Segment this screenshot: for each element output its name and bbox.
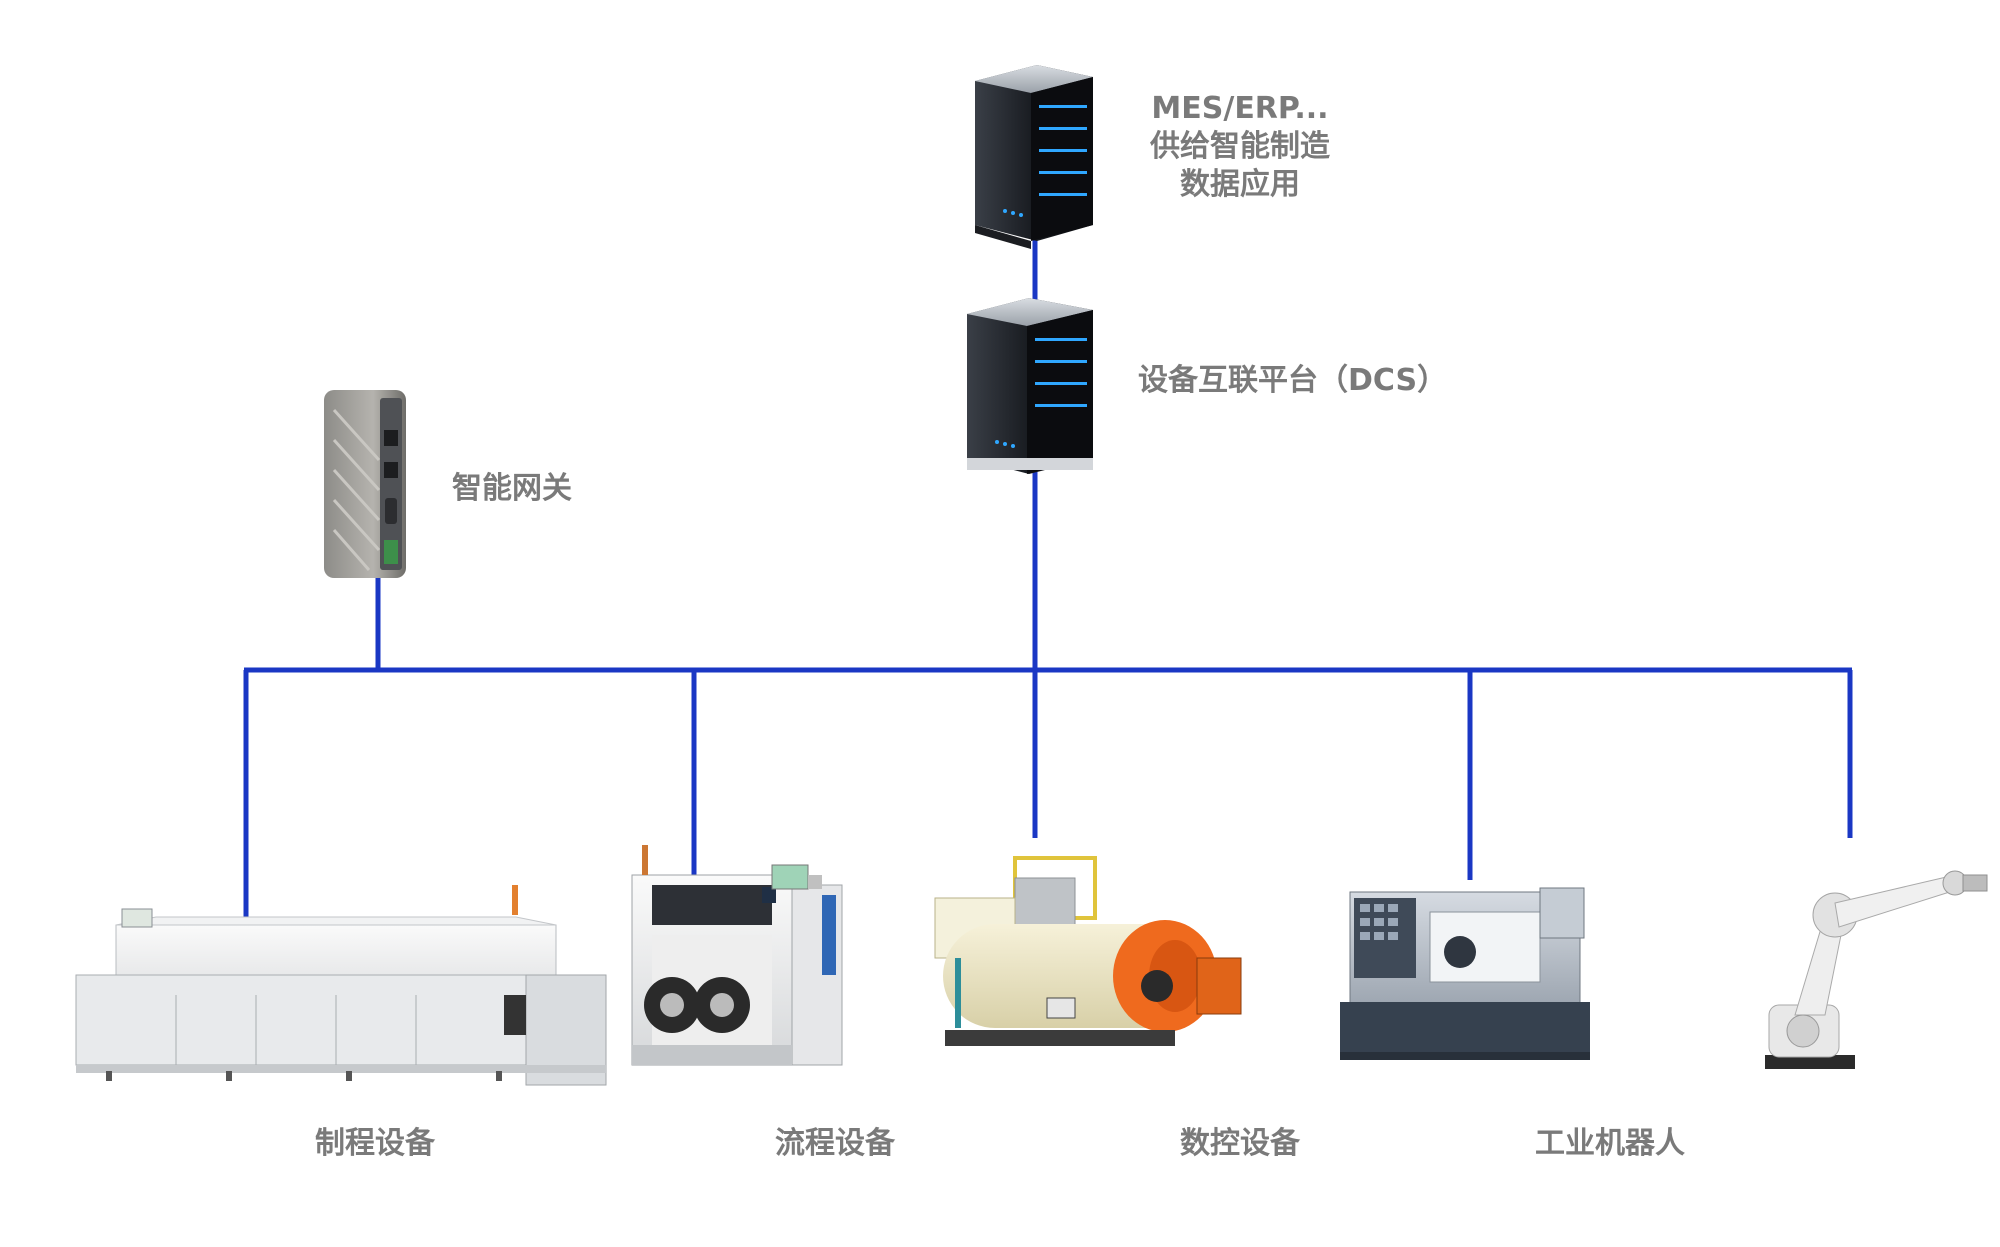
connection-lines — [243, 232, 1853, 925]
mes-erp-line-2: 供给智能制造 — [1150, 129, 1330, 164]
server-icon — [967, 298, 1093, 474]
mes-erp-line-3: 数据应用 — [1180, 167, 1300, 202]
platform-label: 设备互联平台（DCS） — [1138, 363, 1448, 398]
mes-erp-line-1: MES/ERP... — [1151, 91, 1329, 126]
device-label-flow: 流程设备 — [775, 1126, 895, 1161]
industrial-robot-icon — [1765, 870, 1988, 1069]
device-label-process: 制程设备 — [315, 1126, 435, 1161]
pick-and-place-machine-icon — [631, 845, 843, 1066]
server-icon — [975, 65, 1093, 249]
gateway-label: 智能网关 — [452, 471, 572, 506]
device-label-cnc: 数控设备 — [1180, 1126, 1300, 1161]
device-label-robot: 工业机器人 — [1535, 1126, 1685, 1161]
gateway-device-icon — [324, 390, 406, 578]
cnc-lathe-icon — [1340, 887, 1590, 1060]
boiler-icon — [934, 856, 1242, 1046]
reflow-oven-icon — [75, 885, 607, 1086]
mes-erp-label: MES/ERP... 供给智能制造 数据应用 — [1140, 90, 1340, 204]
